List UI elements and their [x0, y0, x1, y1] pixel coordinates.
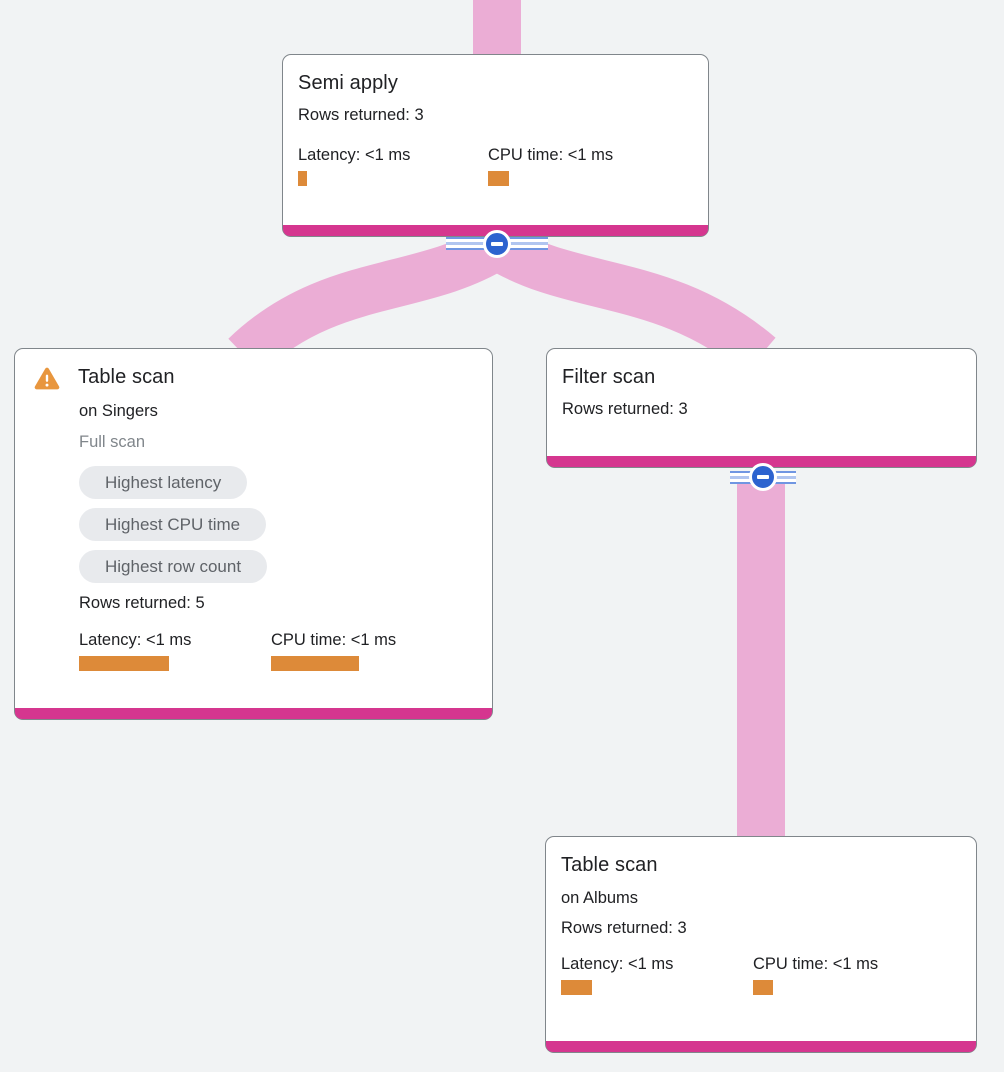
cpu-time-label: CPU time: <1 ms — [753, 955, 879, 973]
node-semi-apply[interactable]: Semi apply Rows returned: 3 Latency: <1 … — [282, 54, 709, 237]
latency-bar — [79, 656, 169, 671]
collapse-button-filter-scan[interactable] — [749, 463, 777, 491]
node-title: Semi apply — [298, 72, 398, 94]
node-subtitle: on Albums — [561, 889, 639, 907]
badge-highest-latency: Highest latency — [79, 466, 248, 499]
collapse-button-semi-apply[interactable] — [483, 230, 511, 258]
node-table-scan-singers[interactable]: Table scan on Singers Full scan Highest … — [14, 348, 493, 720]
rows-returned: Rows returned: 3 — [298, 106, 424, 124]
latency-bar — [298, 171, 307, 186]
latency-label: Latency: <1 ms — [561, 955, 674, 973]
rows-returned: Rows returned: 5 — [79, 594, 205, 612]
rows-returned: Rows returned: 3 — [562, 400, 688, 418]
cpu-time-bar — [488, 171, 509, 186]
node-title: Table scan — [561, 854, 658, 876]
node-accent-bar — [546, 1041, 976, 1052]
badge-highest-row-count: Highest row count — [79, 550, 268, 583]
edge-semi-apply-to-filter-scan — [484, 225, 776, 375]
latency-label: Latency: <1 ms — [79, 631, 192, 649]
warning-icon — [34, 367, 60, 390]
node-table-scan-albums[interactable]: Table scan on Albums Rows returned: 3 La… — [545, 836, 977, 1053]
node-subtitle: on Singers — [79, 402, 158, 420]
node-title: Table scan — [78, 366, 175, 388]
scan-type: Full scan — [79, 433, 146, 451]
badge-highest-cpu-time: Highest CPU time — [79, 508, 267, 541]
node-accent-bar — [15, 708, 492, 719]
rows-returned: Rows returned: 3 — [561, 919, 687, 937]
latency-label: Latency: <1 ms — [298, 146, 411, 164]
node-accent-bar — [547, 456, 976, 467]
edge-semi-apply-to-table-scan-singers — [228, 225, 510, 374]
node-filter-scan[interactable]: Filter scan Rows returned: 3 — [546, 348, 977, 468]
cpu-time-bar — [271, 656, 359, 671]
cpu-time-label: CPU time: <1 ms — [271, 631, 397, 649]
cpu-time-bar — [753, 980, 773, 995]
cpu-time-label: CPU time: <1 ms — [488, 146, 614, 164]
latency-bar — [561, 980, 592, 995]
node-title: Filter scan — [562, 366, 656, 388]
